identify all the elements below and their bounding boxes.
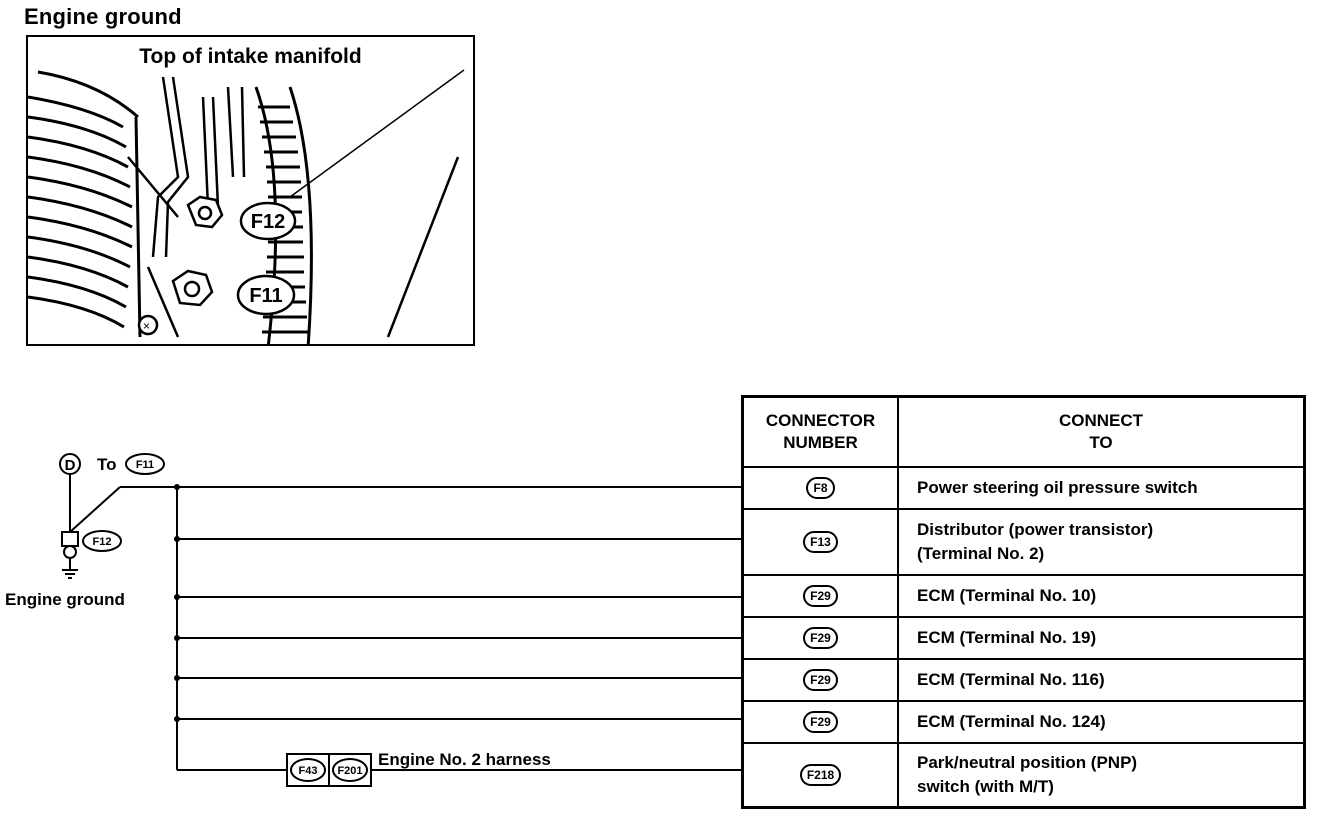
connector-cell: F13 [741, 508, 899, 576]
connector-cell: F218 [741, 742, 899, 808]
harness-connector-f43: F43 [299, 765, 318, 777]
connector-cell: F29 [741, 700, 899, 744]
connector-badge: F13 [803, 531, 838, 553]
svg-text:×: × [143, 319, 150, 333]
connect-to-cell: Power steering oil pressure switch [897, 466, 1306, 510]
connect-to-text: ECM (Terminal No. 19) [917, 628, 1097, 647]
connector-cell: F29 [741, 658, 899, 702]
callout-f12: F12 [239, 201, 297, 241]
connector-badge: F29 [803, 585, 838, 607]
table-row: F29 ECM (Terminal No. 19) [741, 616, 1306, 660]
page-title: Engine ground [24, 4, 182, 29]
header-connect-to: CONNECT TO [897, 395, 1306, 468]
connector-cell: F8 [741, 466, 899, 510]
connect-to-cell: ECM (Terminal No. 124) [897, 700, 1306, 744]
header-number-line2: NUMBER [783, 433, 858, 452]
wiring-diagram: D To F11 F12 Engine ground F43 F201 Engi… [5, 453, 742, 787]
callout-f11-label: F11 [249, 285, 282, 307]
ground-symbol-letter: D [65, 457, 76, 474]
connect-to-text-line2: switch (with M/T) [917, 776, 1054, 796]
connector-badge: F29 [803, 711, 838, 733]
connect-to-cell: ECM (Terminal No. 116) [897, 658, 1306, 702]
ground-connector-label: F12 [93, 536, 112, 548]
connect-to-text: ECM (Terminal No. 116) [917, 670, 1105, 689]
connector-table: CONNECTOR NUMBER CONNECT TO F8 Power ste… [741, 395, 1306, 809]
table-row: F29 ECM (Terminal No. 124) [741, 700, 1306, 744]
engine-ground-drawing: × F12 F11 [28, 69, 465, 344]
connector-badge: F8 [806, 477, 835, 499]
intake-manifold-illustration: × F12 F11 Top of intake manifold [26, 35, 475, 346]
table-row: F29 ECM (Terminal No. 10) [741, 574, 1306, 618]
connect-to-text: Park/neutral position (PNP) [917, 752, 1138, 772]
header-connector-number: CONNECTOR NUMBER [741, 395, 899, 468]
connect-to-text-line2: (Terminal No. 2) [917, 544, 1045, 563]
engine-ground-label: Engine ground [5, 590, 125, 609]
table-row: F29 ECM (Terminal No. 116) [741, 658, 1306, 702]
photo-caption: Top of intake manifold [139, 45, 362, 68]
callout-f12-label: F12 [251, 211, 285, 233]
connector-badge: F218 [799, 763, 842, 786]
connect-to-text: Power steering oil pressure switch [917, 478, 1198, 497]
table-row: F218 Park/neutral position (PNP) switch (… [741, 742, 1306, 808]
table-header-row: CONNECTOR NUMBER CONNECT TO [741, 395, 1306, 468]
to-connector-label: F11 [136, 459, 154, 471]
header-to-line2: TO [1089, 433, 1113, 452]
header-to-line1: CONNECT [1058, 411, 1144, 430]
connector-cell: F29 [741, 574, 899, 618]
table-row: F8 Power steering oil pressure switch [741, 466, 1306, 510]
callout-f11: F11 [236, 274, 296, 316]
connect-to-text: ECM (Terminal No. 10) [917, 586, 1097, 605]
header-number-line1: CONNECTOR [765, 411, 876, 430]
connector-cell: F29 [741, 616, 899, 660]
connect-to-text: Distributor (power transistor) [917, 520, 1154, 539]
harness-connector-f201: F201 [337, 765, 362, 777]
table-row: F13 Distributor (power transistor) (Termi… [741, 508, 1306, 576]
to-label: To [97, 455, 117, 474]
connect-to-cell: ECM (Terminal No. 19) [897, 616, 1306, 660]
connector-badge: F29 [803, 669, 838, 691]
connect-to-text: ECM (Terminal No. 124) [917, 712, 1106, 731]
connect-to-cell: ECM (Terminal No. 10) [897, 574, 1306, 618]
harness-label: Engine No. 2 harness [378, 750, 551, 769]
connect-to-cell: Park/neutral position (PNP) switch (with … [897, 742, 1306, 808]
connect-to-cell: Distributor (power transistor) (Terminal … [897, 508, 1306, 576]
connector-badge: F29 [803, 627, 838, 649]
